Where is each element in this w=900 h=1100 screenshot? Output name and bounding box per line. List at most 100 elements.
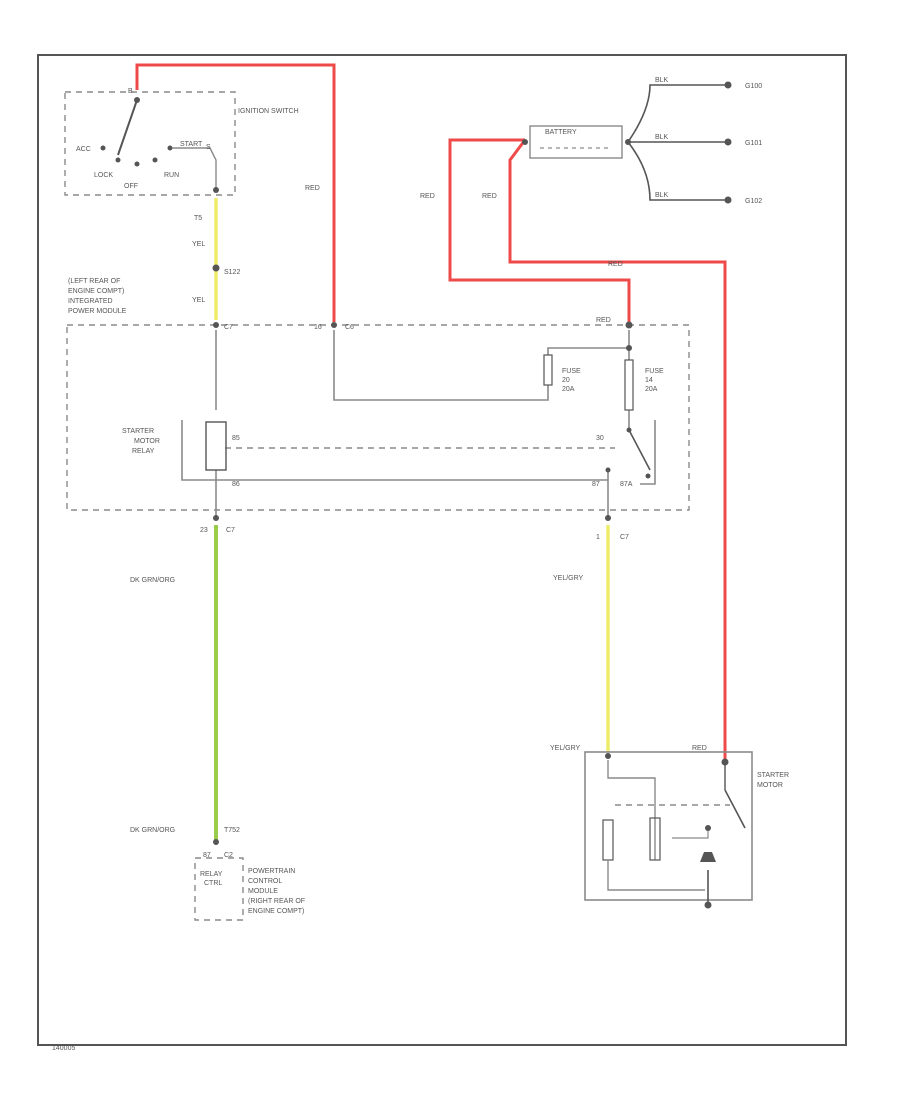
wire-label-yel-gry: YEL/GRY (553, 575, 584, 582)
ground-wire-label-1: BLK (655, 77, 669, 84)
relay-pin-86: 86 (232, 481, 240, 488)
ground-wire-label-2: BLK (655, 134, 669, 141)
wire-label-yel-gry-motor: YEL/GRY (550, 745, 581, 752)
integrated-power-module: (LEFT REAR OF ENGINE COMPT) INTEGRATED P… (68, 278, 666, 488)
pdm-entry-c7 (213, 322, 219, 328)
wire-label-yel-2: YEL (192, 297, 205, 304)
wire-label-dk-grn-org: DK GRN/ORG (130, 577, 175, 584)
starter-motor: YEL/GRY RED STARTER MOTOR (550, 745, 789, 909)
starter-plunger-line (672, 828, 709, 839)
ground-lead-g100 (627, 84, 728, 143)
red-wires (135, 63, 727, 760)
starter-entry-yel (605, 753, 611, 759)
wire-label-red-pdm: RED (596, 317, 611, 324)
ignition-pin-t5: T5 (194, 215, 202, 222)
pcm-relay-ctrl: RELAY CTRL (200, 871, 224, 887)
wire-87a-return (640, 420, 656, 485)
pcm-entry (213, 839, 219, 845)
ignition-switch: ACC START LOCK RUN OFF B S IGNITION SWIT… (76, 88, 299, 222)
starter-contact-dot (705, 825, 711, 831)
wire-label-red-mid: RED (482, 193, 497, 200)
pcm-splice-label: T752 (224, 827, 240, 834)
pcm-pin-c2: C2 (224, 852, 233, 859)
pdm-pin-16: 16 (314, 324, 322, 331)
wire-ign-to-fuse20 (333, 330, 549, 401)
pin-1-label: 1 (596, 534, 600, 541)
starter-hold-coil (649, 817, 661, 861)
battery-label: BATTERY (545, 129, 577, 136)
relay-pin-87: 87 (592, 481, 600, 488)
pdm-bus-junction (626, 345, 632, 351)
pin-c7-right-label: C7 (620, 534, 629, 541)
starter-ground-dot (704, 901, 712, 909)
red-wire-ignition-to-pdm (135, 63, 336, 322)
integrated-power-module-box (66, 324, 690, 511)
ignition-label-start: START (180, 141, 203, 148)
pcm-box (194, 857, 244, 921)
pdm-exit-right (605, 515, 611, 521)
ignition-label-acc: ACC (76, 146, 91, 153)
gray-wires (181, 330, 656, 518)
wire-label-yel-1: YEL (192, 241, 205, 248)
starter-contact-arm (724, 789, 746, 829)
diagram-frame (37, 54, 847, 1046)
fuse-14-label: FUSE 14 20A (645, 368, 666, 393)
wire-label-red-ignition: RED (305, 185, 320, 192)
ignition-label-b: B (128, 88, 133, 95)
relay-pin-85: 85 (232, 435, 240, 442)
powertrain-control-module: DK GRN/ORG T752 87 C2 RELAY CTRL POWERTR… (130, 827, 307, 915)
pcm-description: POWERTRAIN CONTROL MODULE (RIGHT REAR OF… (248, 868, 307, 915)
wire-label-red-long: RED (608, 261, 623, 268)
battery: BATTERY BLK BLK BLK G100 G101 G102 (522, 77, 762, 205)
ignition-terminal-s (213, 187, 219, 193)
starter-motor-body (584, 751, 753, 901)
relay-switch-arm (628, 429, 651, 471)
relay-contact-87 (605, 467, 611, 473)
ignition-switch-box (64, 91, 236, 196)
battery-positive-terminal (522, 139, 528, 145)
starter-entry-red (721, 758, 729, 766)
ground-ref-g102: G102 (745, 198, 762, 205)
wire-relay-frame-bottom (181, 420, 608, 481)
ignition-start-lead (172, 147, 217, 190)
ground-ref-g101: G101 (745, 140, 762, 147)
wire-fuse-bus (547, 347, 629, 355)
starter-internal-wire (607, 860, 705, 891)
pin-23-label: 23 (200, 527, 208, 534)
relay-pin-87a: 87A (620, 481, 633, 488)
starter-pull-in-coil (602, 819, 614, 861)
fuse-20-body (543, 354, 553, 386)
relay-coil (205, 421, 227, 471)
pcm-pin-87: 87 (203, 852, 211, 859)
fuse-14-body (624, 359, 634, 411)
ignition-label-run: RUN (164, 172, 179, 179)
ignition-pos-start (167, 145, 173, 151)
pdm-pin-c7-top: C7 (224, 324, 233, 331)
battery-body (529, 125, 623, 159)
pdm-pin-c6: C6 (345, 324, 354, 331)
ignition-switch-arm (117, 99, 138, 156)
splice-s122-dot (212, 264, 220, 272)
ground-g100-terminal (724, 81, 732, 89)
ground-wire-label-3: BLK (655, 192, 669, 199)
starter-solenoid-feed (607, 760, 656, 860)
fuse-20-label: FUSE 20 20A (562, 368, 583, 393)
ground-g102-terminal (724, 196, 732, 204)
ignition-pos-lock (115, 157, 121, 163)
splice-s122-label: S122 (224, 269, 240, 276)
wire-label-dk-grn-org-bottom: DK GRN/ORG (130, 827, 175, 834)
wire-label-red-motor: RED (692, 745, 707, 752)
ignition-pos-acc (100, 145, 106, 151)
relay-contact-87a (645, 473, 651, 479)
ignition-terminal-b (134, 97, 140, 103)
red-wire-battery-to-pdm (448, 138, 631, 322)
wire-label-red-left: RED (420, 193, 435, 200)
ignition-pos-off (134, 161, 140, 167)
ground-g101-terminal (724, 138, 732, 146)
pdm-entry-c6 (331, 322, 337, 328)
ignition-pos-run (152, 157, 158, 163)
starter-armature (700, 852, 716, 862)
ground-ref-g100: G100 (745, 83, 762, 90)
red-wire-battery-to-starter (508, 139, 727, 760)
